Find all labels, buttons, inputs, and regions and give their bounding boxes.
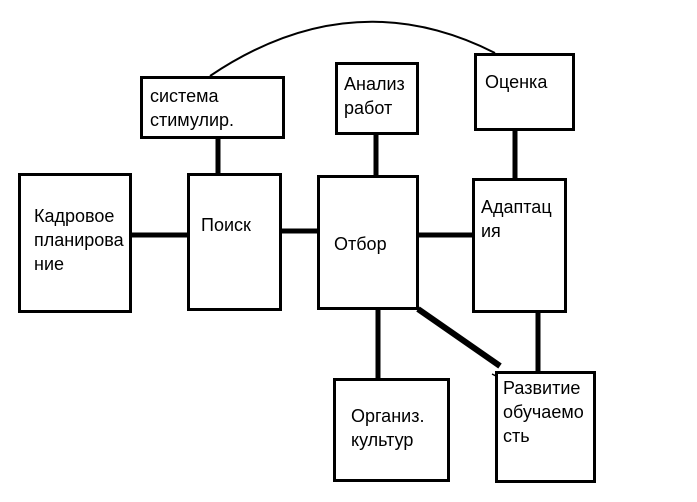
label-search: Поиск <box>201 215 251 235</box>
box-selection <box>317 175 419 310</box>
box-analysis <box>335 62 419 135</box>
box-development <box>495 371 596 483</box>
label-adaptation: Адаптац ия <box>481 197 552 241</box>
label-stimulation: система стимулир. <box>150 86 235 130</box>
connector-selection-development <box>416 306 502 369</box>
label-selection: Отбор <box>334 234 387 254</box>
label-evaluation: Оценка <box>485 72 548 92</box>
label-analysis: Анализ работ <box>344 74 405 118</box>
box-stimulation <box>140 76 285 139</box>
label-culture: Организ. культур <box>351 406 425 450</box>
box-planning <box>18 173 132 313</box>
box-adaptation <box>472 178 567 313</box>
box-evaluation <box>474 53 575 131</box>
box-culture <box>333 378 450 482</box>
label-development: Развитие обучаемо сть <box>503 378 584 446</box>
label-planning: Кадровое планирова ние <box>34 206 124 274</box>
connector-stimulation-evaluation <box>209 20 496 77</box>
box-search <box>187 173 282 311</box>
